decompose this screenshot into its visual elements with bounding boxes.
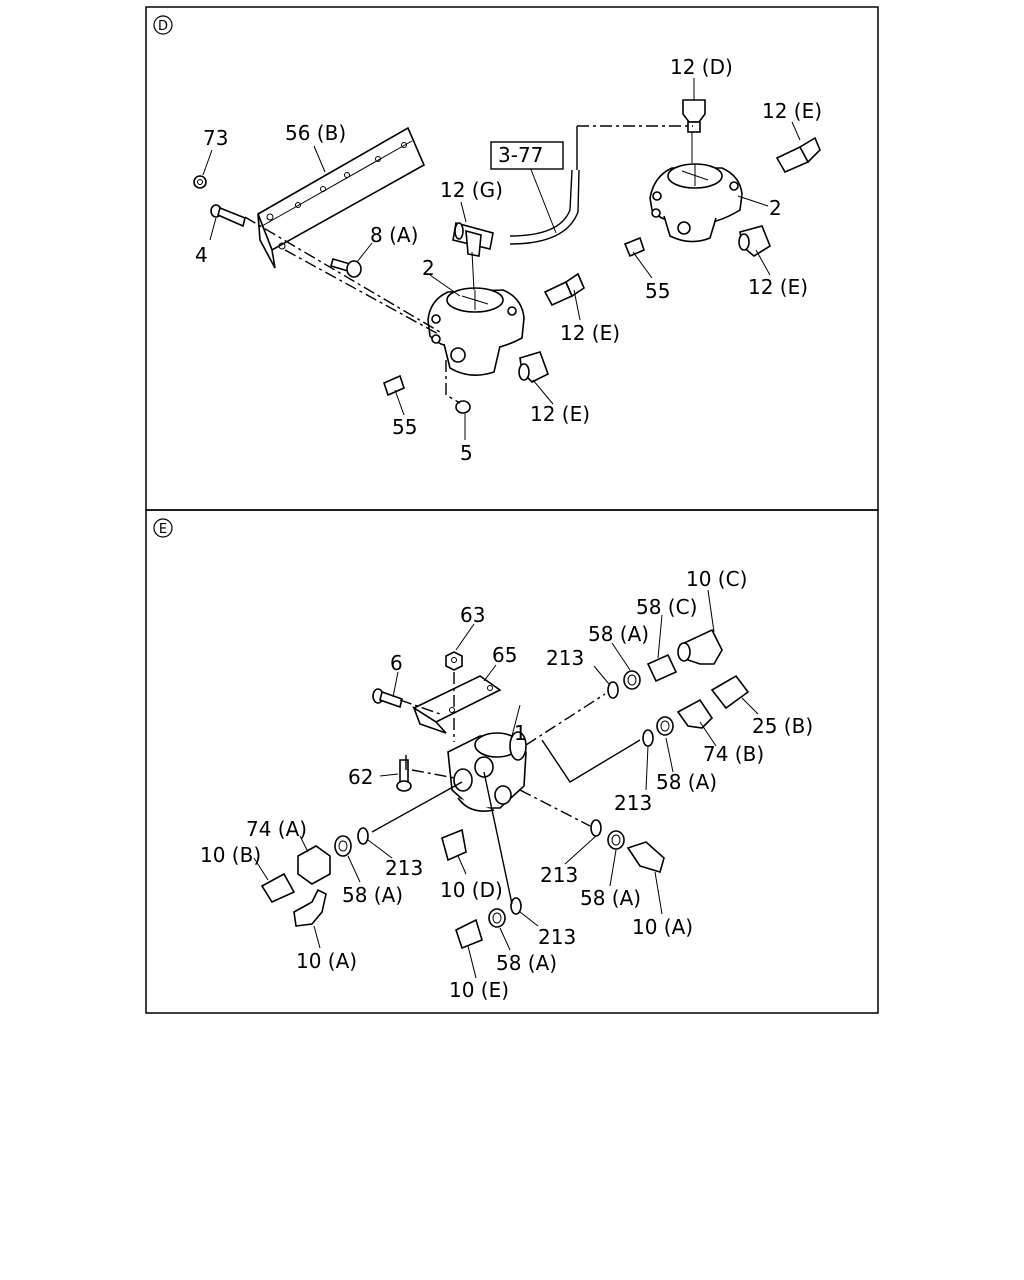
elbow-10c xyxy=(677,628,723,665)
callout-12e-top: 12 (E) xyxy=(762,99,822,123)
section-d-circle xyxy=(153,15,173,35)
fitting-12e-mid xyxy=(543,272,585,307)
callout-2-left: 2 xyxy=(422,256,435,280)
fitting-74b xyxy=(676,698,714,729)
plug-55-right xyxy=(623,236,645,258)
bolt-6 xyxy=(372,688,403,709)
callout-2-right: 2 xyxy=(769,196,782,220)
valve-body-1 xyxy=(447,731,527,812)
panel-e: E xyxy=(145,509,879,1014)
reference-box-3-77[interactable] xyxy=(490,141,564,170)
callout-74a: 74 (A) xyxy=(246,817,307,841)
panel-d: D xyxy=(145,6,879,511)
bracket-56b xyxy=(257,126,426,269)
callout-10a-right: 10 (A) xyxy=(632,915,693,939)
fitting-10a-right xyxy=(626,841,665,873)
valve-right-2 xyxy=(649,130,743,243)
plug-58a-1 xyxy=(623,670,641,690)
callout-12g: 12 (G) xyxy=(440,178,503,202)
fitting-58c xyxy=(646,653,678,683)
tee-fitting-12g xyxy=(452,221,494,257)
section-d-mark: D xyxy=(158,19,168,34)
callout-10e: 10 (E) xyxy=(449,978,509,1002)
callout-74b: 74 (B) xyxy=(703,742,764,766)
callout-213-2: 213 xyxy=(614,791,652,815)
callout-4: 4 xyxy=(195,243,208,267)
callout-10b: 10 (B) xyxy=(200,843,261,867)
fitting-10b xyxy=(260,872,296,904)
callout-213-5: 213 xyxy=(538,925,576,949)
leader-lines-e xyxy=(253,589,759,979)
callout-12e-mid: 12 (E) xyxy=(560,321,620,345)
callout-1: 1 xyxy=(514,721,527,745)
callout-6: 6 xyxy=(390,651,403,675)
bolt-8a xyxy=(330,258,362,278)
elbow-10a-left xyxy=(293,888,327,927)
callout-12d: 12 (D) xyxy=(670,55,733,79)
callout-65: 65 xyxy=(492,643,517,667)
callout-58c: 58 (C) xyxy=(636,595,697,619)
callout-12e-low: 12 (E) xyxy=(530,402,590,426)
fitting-12e-top xyxy=(775,136,821,174)
plug-10e xyxy=(455,918,483,950)
seal-213-1 xyxy=(607,681,619,699)
fitting-12d xyxy=(682,99,706,133)
section-e-mark: E xyxy=(159,522,167,537)
section-e-circle xyxy=(153,518,173,538)
plug-58a-3 xyxy=(334,835,352,857)
fitting-25b xyxy=(710,674,750,710)
callout-58a-5: 58 (A) xyxy=(496,951,557,975)
callout-10d: 10 (D) xyxy=(440,878,503,902)
leader-lines-d xyxy=(202,78,801,440)
block-74a xyxy=(297,845,331,885)
screw-62 xyxy=(396,759,412,792)
callout-58a-4: 58 (A) xyxy=(580,886,641,910)
callout-10a-left: 10 (A) xyxy=(296,949,357,973)
bracket-65 xyxy=(412,675,502,734)
callout-58a-2: 58 (A) xyxy=(656,770,717,794)
seal-213-2 xyxy=(642,729,654,747)
plug-55-left xyxy=(383,374,405,397)
callout-213-3: 213 xyxy=(385,856,423,880)
fitting-12e-low xyxy=(518,351,549,383)
nut-73 xyxy=(193,175,207,189)
callout-3-77: 3-77 xyxy=(498,143,543,167)
plug-58a-5 xyxy=(488,908,506,928)
callout-63: 63 xyxy=(460,603,485,627)
callout-25b: 25 (B) xyxy=(752,714,813,738)
callout-10c: 10 (C) xyxy=(686,567,747,591)
valve-left-2 xyxy=(427,251,525,376)
seal-213-5 xyxy=(510,897,522,915)
fitting-12e-right xyxy=(738,225,771,257)
callout-55-right: 55 xyxy=(645,279,670,303)
callout-56b: 56 (B) xyxy=(285,121,346,145)
callout-58a-3: 58 (A) xyxy=(342,883,403,907)
callout-73: 73 xyxy=(203,126,228,150)
callout-8a: 8 (A) xyxy=(370,223,418,247)
plug-58a-2 xyxy=(656,716,674,736)
nut-5 xyxy=(455,400,471,414)
seal-213-3 xyxy=(357,827,369,845)
bolt-4 xyxy=(210,204,246,228)
callout-58a-1: 58 (A) xyxy=(588,622,649,646)
callout-12e-right: 12 (E) xyxy=(748,275,808,299)
plug-58a-4 xyxy=(607,830,625,850)
callout-55-left: 55 xyxy=(392,415,417,439)
seal-213-4 xyxy=(590,819,602,837)
callout-213-1: 213 xyxy=(546,646,584,670)
callout-213-4: 213 xyxy=(540,863,578,887)
callout-62: 62 xyxy=(348,765,373,789)
callout-5: 5 xyxy=(460,441,473,465)
hose-to-3-77 xyxy=(509,169,573,237)
plug-10d xyxy=(441,828,467,862)
nut-63 xyxy=(445,651,463,671)
